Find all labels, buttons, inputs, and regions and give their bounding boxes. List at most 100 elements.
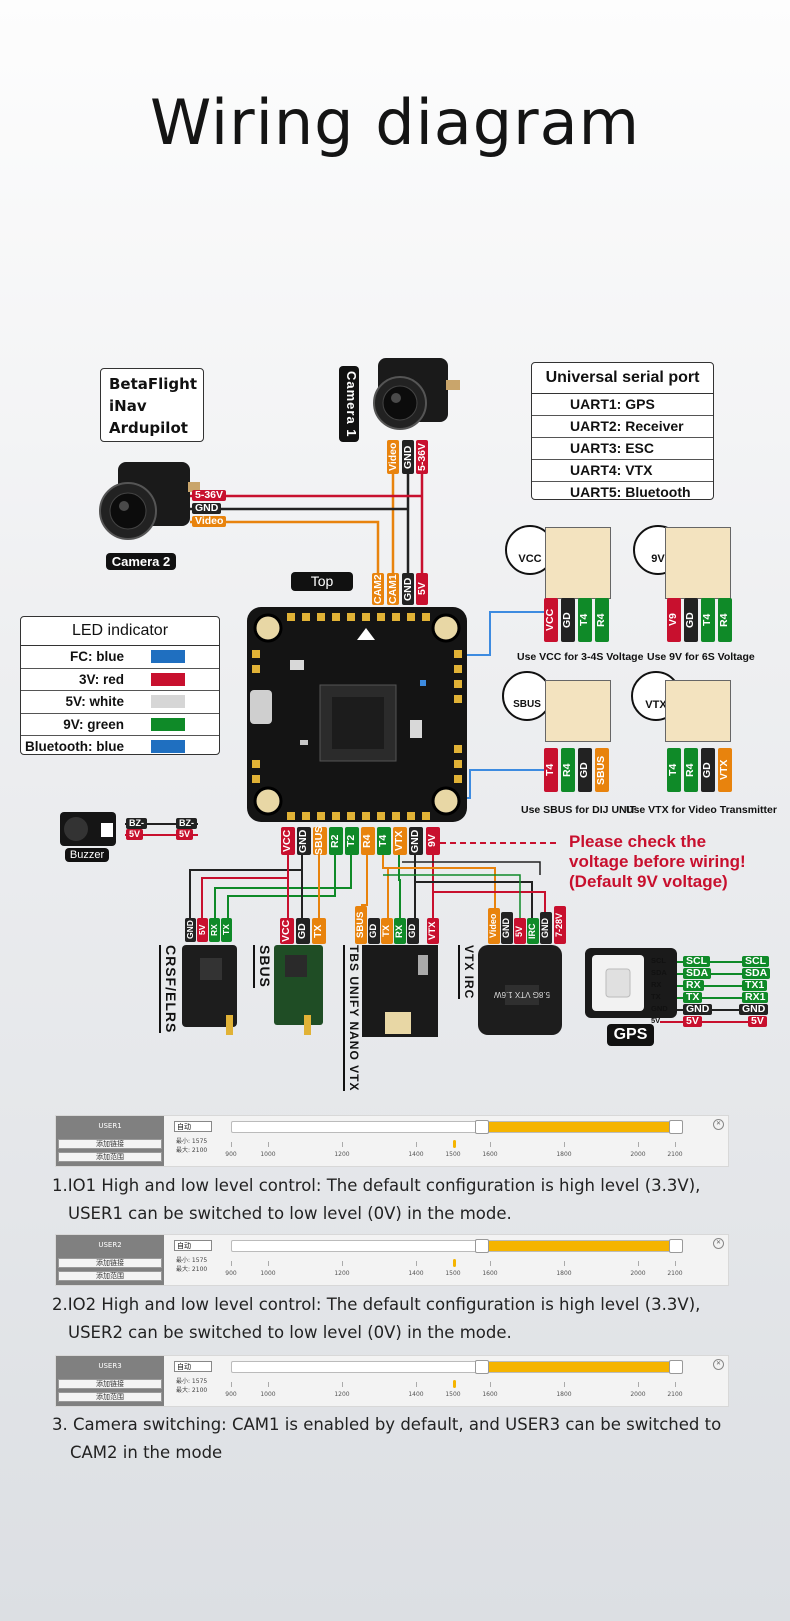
range-handle-max[interactable] (669, 1239, 683, 1253)
scale-tick (342, 1142, 343, 1147)
user1-panel: USER1 添加链接 添加范围 自动 最小: 1575 最大: 2100 900… (55, 1115, 729, 1167)
uart-row: UART1: GPS (532, 394, 713, 416)
scale-tick-label: 900 (225, 1391, 237, 1398)
scale-tick-label: 1800 (556, 1151, 572, 1158)
led-swatch (151, 695, 185, 708)
scale-tick-label: 2100 (667, 1151, 683, 1158)
uart-header: Universal serial port (532, 363, 713, 394)
wire-tag: Video (192, 516, 227, 527)
scale-tick (231, 1261, 232, 1266)
connector-caption: Use VTX for Video Transmitter (626, 804, 777, 816)
badge-vcc: VCC (518, 553, 542, 565)
device-pin: SBUS (355, 906, 367, 944)
pin-tag: T4 (701, 598, 715, 642)
pin-tag: T4 (578, 598, 592, 642)
scale-tick-label: 2000 (630, 1391, 646, 1398)
pad-label: CAM1 (387, 573, 399, 605)
flight-controller (247, 607, 467, 822)
mode-select[interactable]: 自动 (174, 1121, 212, 1132)
badge-9v: 9V (651, 553, 665, 565)
device-pin: GD (407, 918, 419, 944)
range-handle-max[interactable] (669, 1360, 683, 1374)
led-row: 3V: red (21, 669, 219, 691)
scale-tick (416, 1261, 417, 1266)
scale-tick (490, 1142, 491, 1147)
scale-tick (638, 1382, 639, 1387)
connector-vcc (545, 527, 611, 599)
note-line: 2.IO2 High and low level control: The de… (52, 1295, 701, 1314)
led-label: 3V: red (78, 671, 124, 687)
panel-name: USER1 (98, 1122, 122, 1130)
pad-label: GND (409, 827, 423, 855)
note-line: 1.IO1 High and low level control: The de… (52, 1176, 701, 1195)
led-row: 5V: white (21, 691, 219, 714)
gps-pin: GND (651, 1004, 668, 1013)
add-link-button[interactable]: 添加链接 (58, 1379, 162, 1389)
range-handle-min[interactable] (474, 1239, 489, 1253)
device-pin: Video (488, 908, 500, 944)
add-link-button[interactable]: 添加链接 (58, 1139, 162, 1149)
gps-pin: SDA (651, 968, 667, 977)
scale-tick (564, 1142, 565, 1147)
uart-row: UART2: Receiver (532, 416, 713, 438)
scale-tick-label: 1500 (445, 1151, 461, 1158)
pin-tag: GD (578, 748, 592, 792)
top-label: Top (291, 572, 353, 591)
scale-tick (675, 1382, 676, 1387)
device-pin: VTX (427, 918, 439, 944)
device-pin: TX (381, 918, 393, 944)
uart-row: UART5: Bluetooth (570, 484, 691, 500)
close-icon[interactable]: ✕ (713, 1238, 724, 1249)
range-fill (481, 1241, 676, 1251)
scale-tick-label: 1000 (260, 1391, 276, 1398)
range-handle-max[interactable] (669, 1120, 683, 1134)
range-slider[interactable] (231, 1360, 683, 1374)
gps-wire-tag: RX (683, 980, 704, 991)
scale-tick-label: 1800 (556, 1391, 572, 1398)
gps-wire-tag: 5V (683, 1016, 702, 1027)
scale-tick (564, 1382, 565, 1387)
mode-select[interactable]: 自动 (174, 1361, 212, 1372)
led-label: Bluetooth: blue (25, 739, 124, 754)
pad-label: GND (297, 827, 311, 855)
add-range-button[interactable]: 添加范围 (58, 1152, 162, 1162)
close-icon[interactable]: ✕ (713, 1119, 724, 1130)
add-range-button[interactable]: 添加范围 (58, 1392, 162, 1402)
mode-select[interactable]: 自动 (174, 1240, 212, 1251)
scale-tick-label: 1400 (408, 1151, 424, 1158)
pin-tag: R4 (561, 748, 575, 792)
buzzer-pin: 5V (176, 829, 194, 840)
uart-table: Universal serial port UART1: GPS UART2: … (531, 362, 714, 500)
gps-pin: SCL (651, 956, 666, 965)
scale-tick (638, 1261, 639, 1266)
panel-name: USER2 (98, 1241, 122, 1249)
range-handle-min[interactable] (474, 1120, 489, 1134)
range-slider[interactable] (231, 1120, 683, 1134)
wire-tag: GND (402, 440, 414, 474)
range-slider[interactable] (231, 1239, 683, 1253)
led-indicator-table: LED indicator FC: blue 3V: red 5V: white… (20, 616, 220, 755)
scale-tick-label: 1000 (260, 1151, 276, 1158)
vtx-irc (478, 945, 562, 1035)
led-row: FC: blue (21, 646, 219, 669)
pin-tag: SBUS (595, 748, 609, 792)
pin-tag: T4 (667, 748, 681, 792)
range-min-text: 最小: 1575 (176, 1378, 208, 1385)
buzzer (60, 812, 116, 846)
pad-label: 5V (416, 573, 428, 605)
led-label: FC: blue (70, 649, 124, 664)
gps-module (585, 948, 677, 1018)
add-range-button[interactable]: 添加范围 (58, 1271, 162, 1281)
range-min-text: 最小: 1575 (176, 1138, 208, 1145)
wire-tag: 5-36V (192, 490, 227, 501)
led-header: LED indicator (21, 617, 219, 646)
firmware-item: iNav (109, 397, 147, 415)
add-link-button[interactable]: 添加链接 (58, 1258, 162, 1268)
range-handle-min[interactable] (474, 1360, 489, 1374)
pad-label: R2 (329, 827, 343, 855)
scale-tick-label: 1200 (334, 1391, 350, 1398)
pad-label: 9V (426, 827, 440, 855)
scale-tick (342, 1382, 343, 1387)
close-icon[interactable]: ✕ (713, 1359, 724, 1370)
